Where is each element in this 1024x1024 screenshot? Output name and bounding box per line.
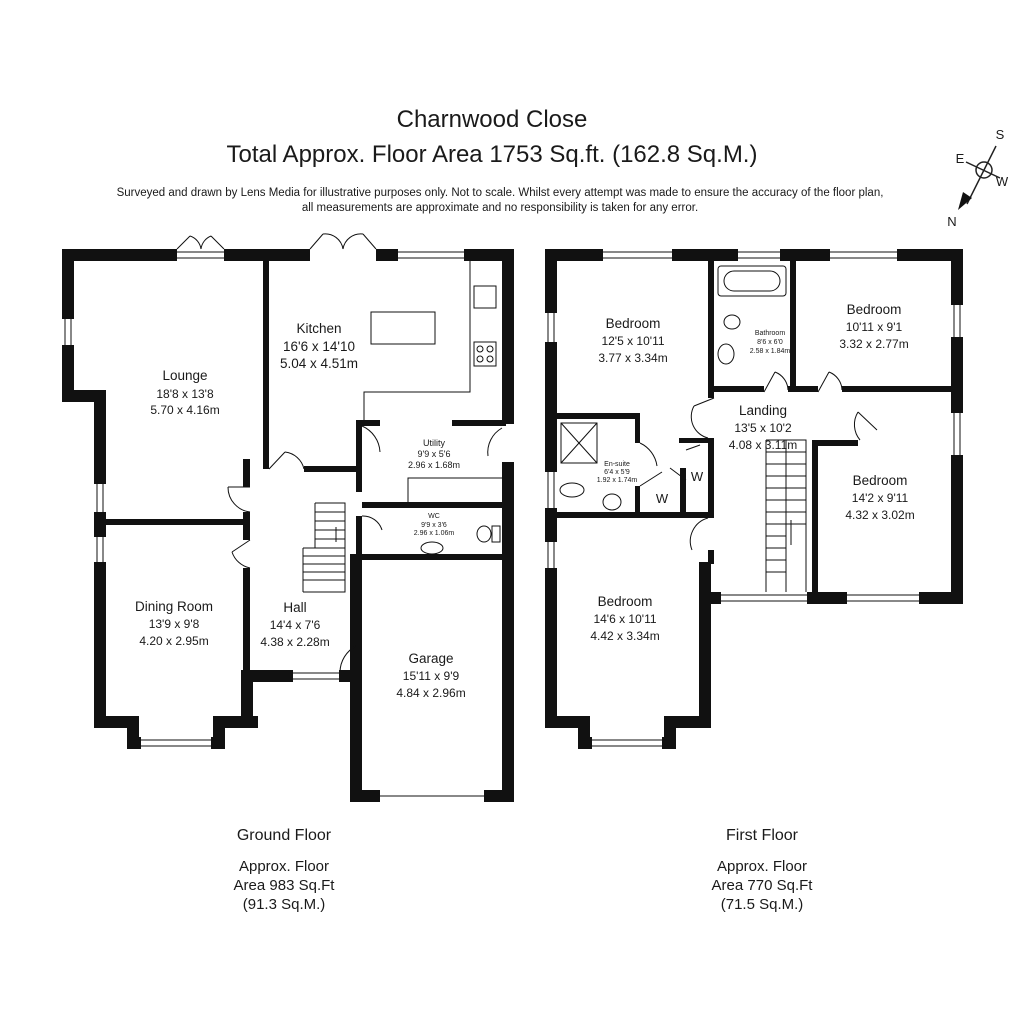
first-floor-area-line1: Approx. Floor [716, 858, 808, 875]
bedroom3-name: Bedroom [853, 473, 908, 488]
first-floor-area-line2: Area 770 Sq.Ft [711, 877, 813, 894]
bathroom-metric: 2.58 x 1.84m [750, 348, 791, 355]
disclaimer-line-2: all measurements are approximate and no … [301, 202, 699, 214]
bedroom4-name: Bedroom [598, 594, 653, 609]
bedroom4-imperial: 14'6 x 10'11 [593, 612, 656, 626]
bathroom-name: Bathroom [755, 330, 786, 337]
ground-floor-caption: Ground Floor Approx. Floor Area 983 Sq.F… [154, 826, 414, 914]
garage-name: Garage [408, 651, 453, 666]
bedroom1-metric: 3.77 x 3.34m [598, 351, 667, 365]
hall-imperial: 14'4 x 7'6 [270, 618, 321, 632]
wc-metric: 2.96 x 1.06m [414, 530, 455, 537]
wc-imperial: 9'9 x 3'6 [421, 522, 447, 529]
disclaimer: Surveyed and drawn by Lens Media for ill… [40, 186, 960, 216]
kitchen-imperial: 16'6 x 14'10 [283, 339, 355, 354]
ground-floor-area-line2: Area 983 Sq.Ft [233, 877, 335, 894]
bedroom1-imperial: 12'5 x 10'11 [601, 334, 664, 348]
lounge-name: Lounge [162, 368, 207, 383]
ensuite-metric: 1.92 x 1.74m [597, 477, 638, 484]
bathroom-imperial: 8'6 x 6'0 [757, 339, 783, 346]
kitchen-metric: 5.04 x 4.51m [280, 356, 358, 371]
bedroom2-name: Bedroom [847, 302, 902, 317]
first-floor-caption: First Floor Approx. Floor Area 770 Sq.Ft… [632, 826, 892, 914]
ground-floor-plan: Lounge 18'8 x 13'8 5.70 x 4.16m Kitchen … [62, 233, 514, 802]
utility-name: Utility [423, 438, 445, 448]
ground-floor-title: Ground Floor [236, 827, 332, 844]
disclaimer-line-1: Surveyed and drawn by Lens Media for ill… [116, 187, 884, 199]
first-floor-area-line3: (71.5 Sq.M.) [720, 896, 804, 913]
lounge-metric: 5.70 x 4.16m [150, 403, 219, 417]
bedroom3-imperial: 14'2 x 9'11 [852, 491, 909, 505]
total-area-title: Total Approx. Floor Area 1753 Sq.ft. (16… [226, 141, 758, 168]
dining-metric: 4.20 x 2.95m [139, 634, 208, 648]
compass-icon: S E W N [947, 127, 1009, 229]
compass-w-label: W [996, 174, 1009, 189]
ground-floor-area-line3: (91.3 Sq.M.) [242, 896, 326, 913]
bedroom2-metric: 3.32 x 2.77m [839, 337, 908, 351]
ground-floor-area-line1: Approx. Floor [238, 858, 330, 875]
utility-imperial: 9'9 x 5'6 [418, 449, 451, 459]
ensuite-name: En-suite [604, 461, 630, 468]
kitchen-name: Kitchen [296, 321, 341, 336]
ensuite-imperial: 6'4 x 5'9 [604, 469, 630, 476]
lounge-imperial: 18'8 x 13'8 [156, 387, 214, 401]
dining-name: Dining Room [135, 599, 213, 614]
compass-n-label: N [947, 214, 956, 229]
hall-name: Hall [283, 600, 306, 615]
page-title: Charnwood Close [396, 106, 588, 133]
compass-e-label: E [956, 151, 965, 166]
garage-metric: 4.84 x 2.96m [396, 686, 465, 700]
dining-imperial: 13'9 x 9'8 [149, 617, 200, 631]
bedroom2-imperial: 10'11 x 9'1 [846, 320, 903, 334]
first-floor-plan: Bedroom 12'5 x 10'11 3.77 x 3.34m Bathro… [545, 249, 963, 749]
landing-metric: 4.08 x 3.11m [729, 438, 797, 452]
bedroom1-name: Bedroom [606, 316, 661, 331]
landing-imperial: 13'5 x 10'2 [734, 421, 792, 435]
wardrobe-label-1: W [656, 491, 669, 506]
bedroom3-metric: 4.32 x 3.02m [845, 508, 914, 522]
compass-s-label: S [996, 127, 1005, 142]
wardrobe-label-2: W [691, 469, 704, 484]
utility-metric: 2.96 x 1.68m [408, 460, 460, 470]
first-floor-title: First Floor [726, 827, 798, 844]
landing-name: Landing [739, 403, 787, 418]
hall-metric: 4.38 x 2.28m [260, 635, 329, 649]
bedroom4-metric: 4.42 x 3.34m [590, 629, 659, 643]
garage-imperial: 15'11 x 9'9 [403, 669, 460, 683]
wc-name: WC [428, 513, 440, 520]
